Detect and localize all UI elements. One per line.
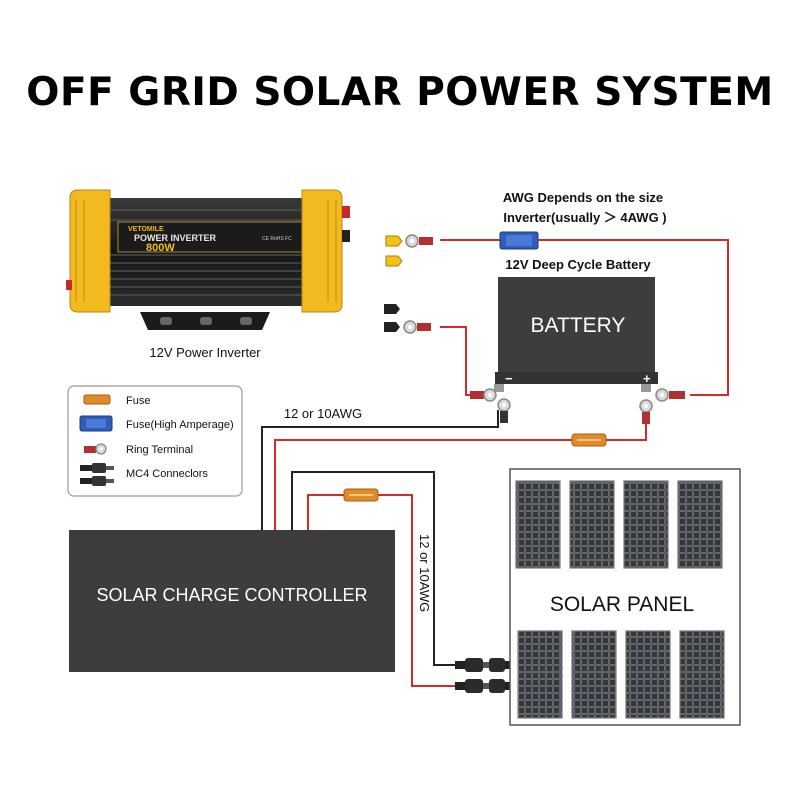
ring-terminal-icon xyxy=(470,388,497,402)
solar-cell-module xyxy=(517,630,563,719)
legend-ring-terminal-icon xyxy=(84,443,107,455)
battery-label: BATTERY xyxy=(531,314,626,337)
yellow-lug-icon xyxy=(385,235,403,247)
ring-terminal-icon xyxy=(655,388,685,402)
power-inverter: VETOMILE POWER INVERTER 800W CE RoHS FC … xyxy=(66,189,350,360)
legend-item-high-amperage-fuse: Fuse(High Amperage) xyxy=(126,419,234,431)
black-lug-icon xyxy=(384,304,400,314)
fuse-icon xyxy=(343,488,379,502)
controller-label: SOLAR CHARGE CONTROLLER xyxy=(96,585,367,605)
solar-cell-module xyxy=(679,630,725,719)
high-amperage-fuse-icon xyxy=(499,231,539,250)
solar-cell-module xyxy=(569,480,615,569)
legend-item-fuse: Fuse xyxy=(126,395,150,407)
wire-gauge-label-vertical: 12 or 10AWG xyxy=(417,534,432,612)
solar-cell-module xyxy=(571,630,617,719)
inverter-cert: CE RoHS FC xyxy=(262,236,292,242)
solar-cell-module xyxy=(623,480,669,569)
legend-mc4-connector-icon xyxy=(80,463,114,486)
battery: BATTERY − + xyxy=(494,277,658,392)
ring-terminal-icon xyxy=(639,399,653,424)
battery-terminal-connectors xyxy=(470,388,685,424)
yellow-lug-icon xyxy=(385,255,403,267)
inverter-connectors xyxy=(384,234,433,334)
inverter-brand: VETOMILE xyxy=(128,226,164,233)
wire-gauge-label-horizontal: 12 or 10AWG xyxy=(284,406,362,421)
legend-item-ring-terminal: Ring Terminal xyxy=(126,444,193,456)
mc4-connector-icon xyxy=(455,679,515,693)
solar-cell-module xyxy=(677,480,723,569)
mc4-connector-icon xyxy=(455,658,515,672)
fuse-icon xyxy=(571,433,607,447)
inverter-caption: 12V Power Inverter xyxy=(149,345,261,360)
solar-panel-label: SOLAR PANEL xyxy=(550,593,694,616)
legend-fuse-icon xyxy=(83,394,111,405)
ring-terminal-icon xyxy=(405,234,433,248)
red-wire-inverter-negative xyxy=(440,326,480,396)
wiring xyxy=(261,239,729,687)
battery-caption: 12V Deep Cycle Battery xyxy=(505,257,651,272)
battery-negative-mark: − xyxy=(505,371,513,386)
black-wire-controller-battery xyxy=(261,410,499,530)
black-lug-icon xyxy=(384,322,400,332)
inverter-product: POWER INVERTER xyxy=(134,233,217,243)
red-wire-controller-panel xyxy=(307,494,455,687)
solar-charge-controller: SOLAR CHARGE CONTROLLER xyxy=(69,530,395,672)
ring-terminal-icon xyxy=(497,398,511,423)
legend-item-mc4-connectors: MC4 Conneclors xyxy=(126,468,208,480)
solar-cell-module xyxy=(515,480,561,569)
awg-note-line1: AWG Depends on the size xyxy=(503,190,663,205)
red-wire-controller-battery xyxy=(274,420,647,530)
legend: Fuse Fuse(High Amperage) Ring Terminal M… xyxy=(67,385,243,497)
legend-high-amperage-fuse-icon xyxy=(79,415,113,432)
red-wire-inverter-positive xyxy=(440,239,729,396)
battery-positive-mark: + xyxy=(643,371,651,386)
page-title: OFF GRID SOLAR POWER SYSTEM xyxy=(26,70,773,115)
awg-note-line2: Inverter(usually ＞ 4AWG ) xyxy=(503,210,666,225)
solar-panel: SOLAR PANEL xyxy=(509,468,741,726)
solar-cell-module xyxy=(625,630,671,719)
ring-terminal-icon xyxy=(403,320,431,334)
inverter-rating: 800W xyxy=(146,242,175,254)
black-wire-controller-panel xyxy=(291,471,455,666)
